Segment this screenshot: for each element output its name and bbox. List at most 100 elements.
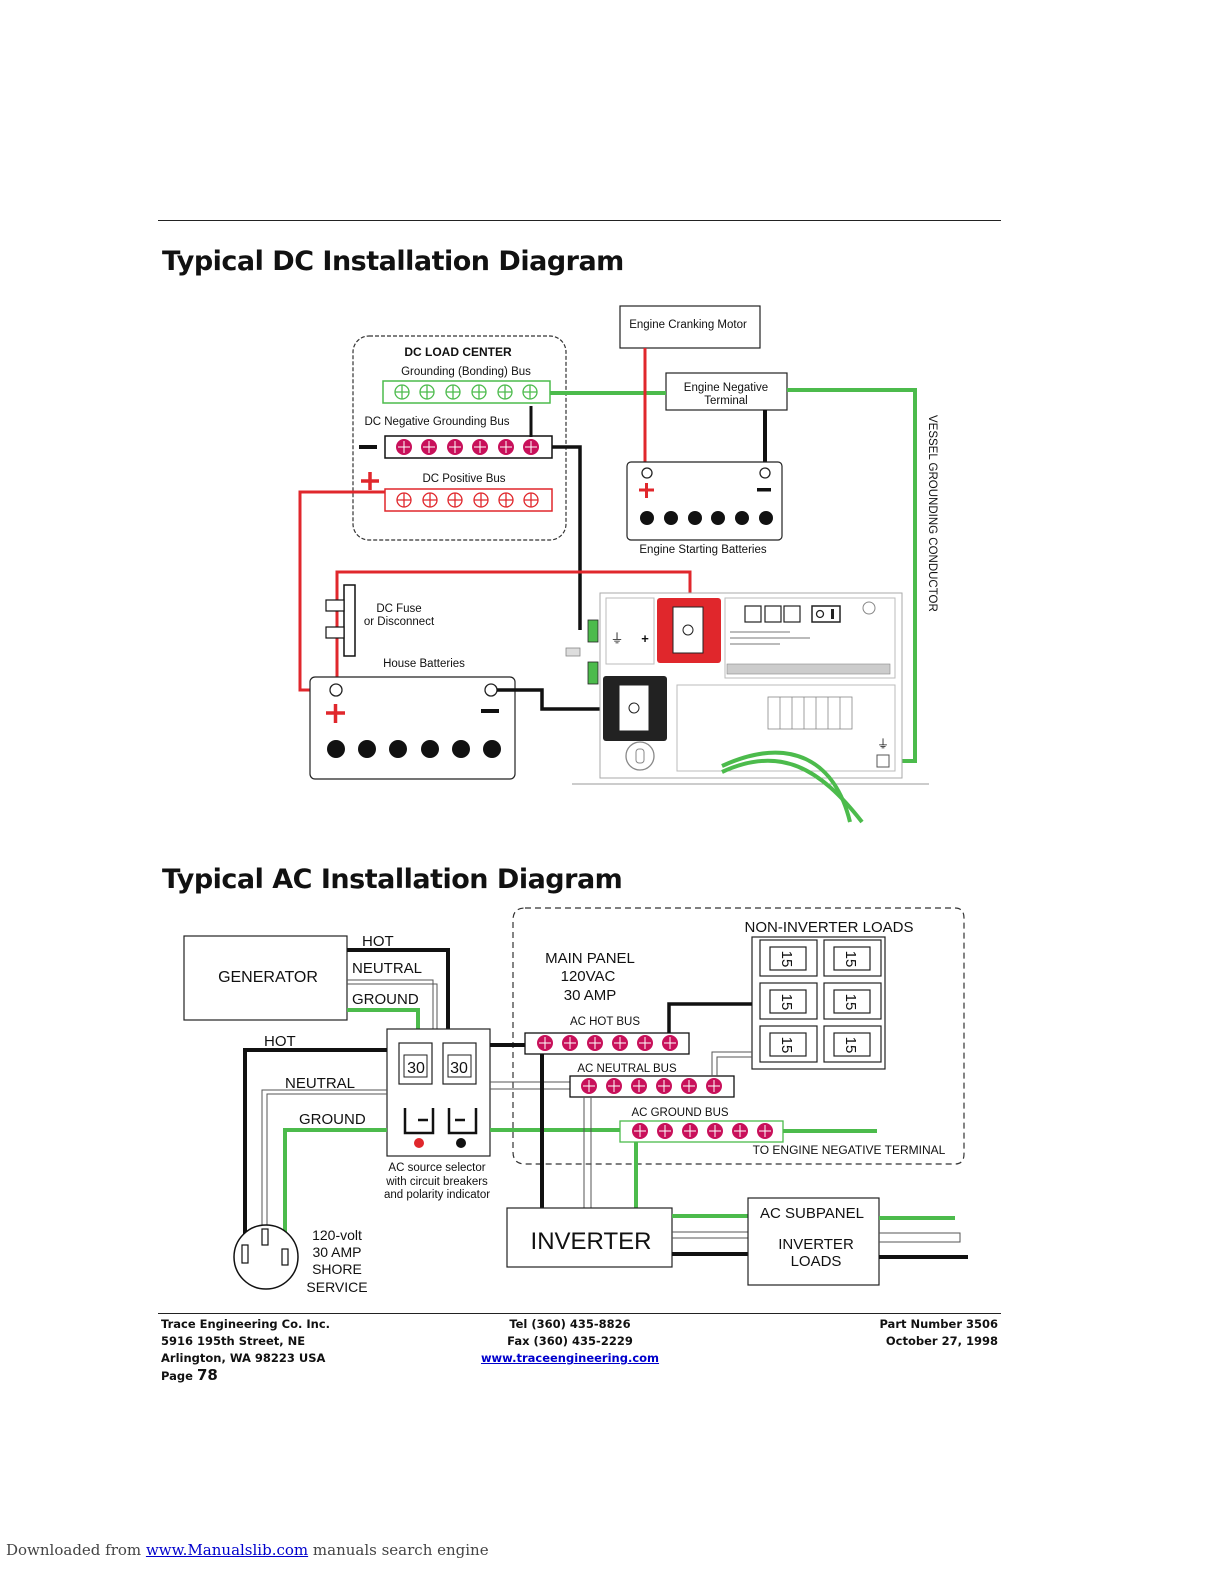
footer-website-link[interactable]: www.traceengineering.com: [480, 1351, 660, 1365]
main-panel-label-1: MAIN PANEL: [545, 950, 635, 967]
inverter-neutral-feed: [583, 1097, 592, 1208]
footer-part-block: Part Number 3506 October 27, 1998: [830, 1316, 998, 1350]
polarity-indicator-red: [414, 1138, 424, 1148]
inverter-loads-label-2: LOADS: [791, 1253, 842, 1270]
svg-text:⏚: ⏚: [610, 631, 623, 646]
load-breaker-5-value: 15: [778, 1037, 795, 1054]
load-breaker-3-value: 15: [778, 994, 795, 1011]
positive-bus-plus-sign: [361, 472, 379, 490]
neutral-bus-label: AC NEUTRAL BUS: [577, 1063, 677, 1075]
subpanel-out-neutral: [879, 1232, 961, 1243]
positive-red-wire: [298, 490, 385, 692]
main-panel-dashed-boundary: [512, 907, 965, 1165]
shore-label-2: 30 AMP: [312, 1244, 361, 1260]
footer-contact-block: Tel (360) 435-8826 Fax (360) 435-2229 ww…: [480, 1316, 660, 1367]
footer-fax: Fax (360) 435-2229: [507, 1334, 633, 1348]
gen-neutral-label: NEUTRAL: [352, 960, 422, 977]
hot-bus-label: AC HOT BUS: [570, 1016, 640, 1028]
inverter-drawing: ⏚ + ⏚: [565, 592, 929, 785]
to-engine-negative-label: TO ENGINE NEGATIVE TERMINAL: [753, 1143, 946, 1157]
house-batteries-label: House Batteries: [383, 658, 465, 670]
download-suffix: manuals search engine: [312, 1541, 489, 1559]
selector-label-1: AC source selector: [388, 1162, 485, 1174]
shore-ground-label: GROUND: [299, 1111, 366, 1128]
inverter-output-green-wire-1: [721, 758, 864, 824]
inverter-label: INVERTER: [531, 1228, 652, 1255]
engine-cranking-motor-box: [619, 305, 761, 349]
footer-company-block: Trace Engineering Co. Inc. 5916 195th St…: [161, 1316, 330, 1385]
house-battery-cells: [327, 740, 501, 758]
ground-bus-label: AC GROUND BUS: [631, 1107, 728, 1119]
negative-bus-black-wire: [552, 445, 582, 630]
load-breaker-2-value: 15: [842, 951, 859, 968]
negative-bus-label: DC Negative Grounding Bus: [364, 416, 509, 428]
engine-negative-label-2: Terminal: [704, 395, 747, 407]
footer-page: Page 78: [161, 1367, 330, 1385]
inverter-output-green-wire-2: [721, 750, 852, 823]
footer-tel: Tel (360) 435-8826: [509, 1317, 631, 1331]
footer-page-label: Page: [161, 1369, 193, 1383]
load-breaker-4-value: 15: [842, 994, 859, 1011]
dc-load-center-label: DC LOAD CENTER: [404, 345, 512, 359]
selector-label-3: and polarity indicator: [384, 1189, 490, 1201]
dc-diagram-title: Typical DC Installation Diagram: [162, 246, 624, 277]
download-prefix: Downloaded from: [6, 1541, 142, 1559]
generator-box: [183, 935, 348, 1021]
shore-power-plug: [233, 1224, 299, 1290]
header-rule: [158, 220, 1001, 221]
shore-label-3: SHORE: [312, 1261, 362, 1277]
svg-text:+: +: [641, 631, 649, 646]
negative-bus-terminals: [396, 439, 539, 455]
dc-fuse-label-1: DC Fuse: [376, 603, 421, 615]
load-breaker-6-value: 15: [842, 1037, 859, 1054]
inverter-box: [506, 1207, 673, 1268]
engine-negative-terminal-box: [665, 372, 788, 411]
manualslib-link[interactable]: www.Manualslib.com: [145, 1541, 309, 1559]
vessel-grounding-label: VESSEL GROUNDING CONDUCTOR: [926, 415, 938, 612]
engine-negative-label-1: Engine Negative: [684, 382, 768, 394]
shore-neutral-label: NEUTRAL: [285, 1075, 355, 1092]
shore-ground-wire: [283, 1128, 387, 1260]
ac-installation-diagram: GENERATOR HOT NEUTRAL GROUND 30 30 AC so…: [183, 907, 968, 1295]
house-negative-black-wire: [497, 688, 605, 711]
shore-hot-label: HOT: [264, 1033, 296, 1050]
footer-page-number: 78: [196, 1366, 218, 1384]
svg-text:⏚: ⏚: [877, 737, 889, 751]
gen-ground-wire: [347, 1008, 420, 1030]
generator-label: GENERATOR: [218, 969, 318, 986]
breaker-1-value: 30: [407, 1060, 425, 1077]
grounding-bus-terminals: [394, 384, 538, 400]
dc-fuse-label-2: or Disconnect: [364, 616, 435, 628]
footer-city: Arlington, WA 98223 USA: [161, 1351, 326, 1365]
neutral-bus-terminals: [581, 1078, 722, 1094]
ac-subpanel-box: [747, 1197, 880, 1286]
ground-bus-terminals: [632, 1123, 773, 1139]
shore-hot-wire: [243, 1048, 387, 1260]
gen-hot-wire: [347, 948, 450, 1030]
shore-label-1: 120-volt: [312, 1227, 362, 1243]
shore-label-4: SERVICE: [306, 1279, 367, 1295]
load-breaker-1-value: 15: [778, 951, 795, 968]
hot-bus-terminals: [537, 1035, 678, 1051]
footer-rule: [158, 1313, 1001, 1314]
dc-load-center-box: [352, 335, 567, 541]
hot-bus-to-loads-wire: [667, 1002, 752, 1033]
engine-cranking-motor-label: Engine Cranking Motor: [629, 319, 747, 331]
ac-subpanel-label: AC SUBPANEL: [760, 1205, 864, 1222]
selector-label-2: with circuit breakers: [385, 1176, 488, 1188]
neutral-bus-to-loads-wire: [711, 1051, 752, 1076]
gen-neutral-wire: [347, 979, 438, 1030]
inverter-loads-label-1: INVERTER: [778, 1236, 854, 1253]
footer-company: Trace Engineering Co. Inc.: [161, 1317, 331, 1331]
footer-street: 5916 195th Street, NE: [161, 1334, 306, 1348]
engine-battery-cells: [640, 511, 773, 525]
dc-fuse: [343, 584, 356, 657]
polarity-indicator-black: [456, 1138, 466, 1148]
non-inverter-loads-label: NON-INVERTER LOADS: [745, 919, 914, 936]
engine-starting-batteries-label: Engine Starting Batteries: [639, 544, 766, 556]
main-panel-label-2: 120VAC: [561, 968, 616, 985]
footer-date: October 27, 1998: [885, 1334, 998, 1348]
breaker-2-value: 30: [450, 1060, 468, 1077]
negative-bus-minus-sign: [359, 445, 377, 449]
positive-bus-terminals: [396, 492, 539, 508]
